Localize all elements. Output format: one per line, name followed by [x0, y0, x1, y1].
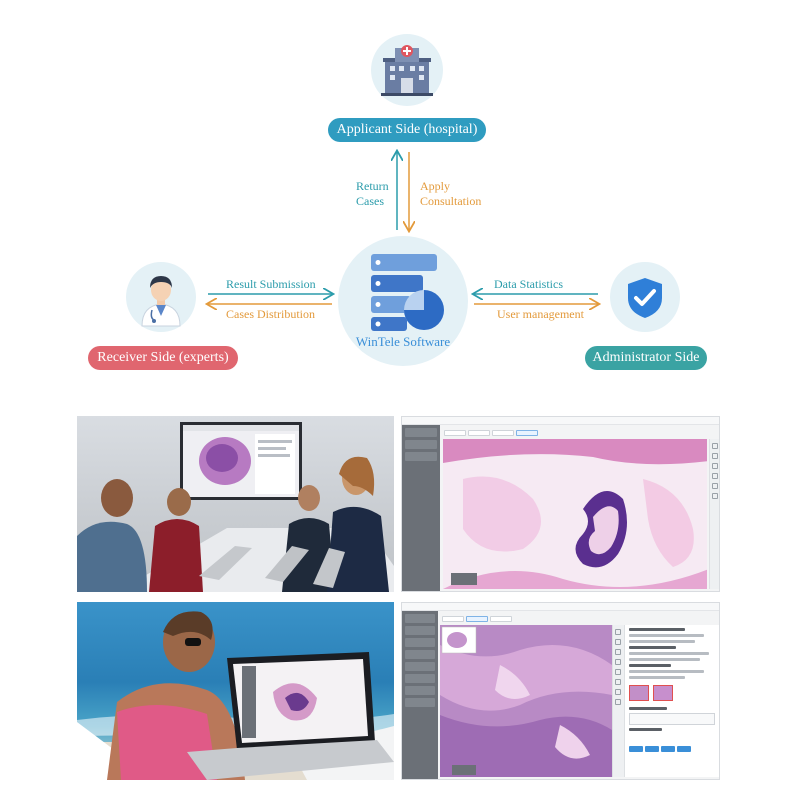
doctor-icon	[141, 276, 181, 327]
cases-distribution-label: Cases Distribution	[226, 307, 315, 321]
consult-tabs	[442, 616, 512, 622]
server-icon	[371, 254, 444, 331]
pathology-consultation-screenshot	[401, 602, 720, 780]
return-cases-text: Return Cases	[356, 179, 389, 208]
beach-laptop-photo	[77, 602, 394, 780]
admin-circle	[610, 262, 680, 332]
consult-slide-area	[440, 625, 612, 777]
hospital-icon	[381, 45, 433, 96]
viewer-sidebar	[402, 425, 440, 591]
apply-consultation-label: Apply Consultation	[420, 179, 500, 209]
applicant-label: Applicant Side (hospital)	[328, 118, 486, 142]
viewer-topbar	[402, 417, 719, 425]
consult-topbar	[402, 603, 719, 611]
flow-arrows	[0, 0, 800, 400]
applicant-circle	[371, 34, 443, 106]
consult-toolbar	[612, 625, 624, 777]
shield-check-icon	[628, 278, 662, 318]
consult-info-panel	[624, 625, 719, 777]
result-submission-label: Result Submission	[226, 277, 316, 291]
receiver-label: Receiver Side (experts)	[88, 346, 238, 370]
receiver-circle	[126, 262, 196, 332]
data-statistics-label: Data Statistics	[494, 277, 563, 291]
admin-label: Administrator Side	[585, 346, 707, 370]
viewer-toolbar	[709, 439, 719, 589]
return-cases-label: Return Cases	[356, 179, 396, 209]
center-label: WinTele Software	[355, 334, 451, 349]
apply-consultation-text: Apply Consultation	[420, 179, 482, 208]
pathology-viewer-screenshot	[401, 416, 720, 592]
user-management-label: User management	[497, 307, 584, 321]
viewer-tabs	[444, 430, 538, 436]
center-circle: WinTele Software	[338, 236, 468, 366]
viewer-slide-area	[443, 439, 707, 589]
consult-sidebar	[402, 611, 438, 779]
meeting-room-photo	[77, 416, 394, 592]
